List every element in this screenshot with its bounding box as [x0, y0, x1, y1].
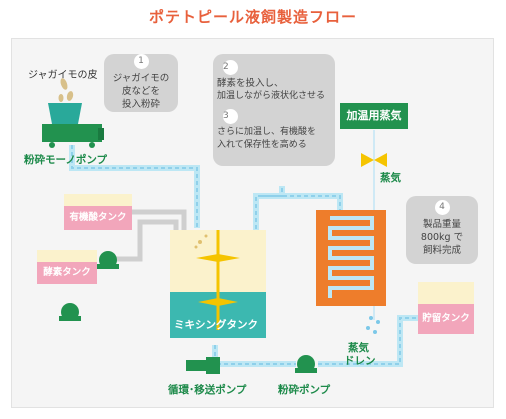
pump-icon-enzyme [59, 303, 81, 321]
step-1-bubble: 1 ジャガイモの 皮などを 投入粉砕 [104, 54, 178, 112]
step-2-line-1: 酵素を投入し、 [217, 78, 284, 89]
crusher-pump-icon [295, 355, 317, 373]
circulation-pump-label: 循環･移送ポンプ [168, 384, 247, 396]
organic-acid-tank-top [64, 194, 132, 206]
steam-label: 蒸気 [380, 172, 401, 184]
potato-peel-pieces [58, 78, 74, 102]
circulation-pump-icon [186, 357, 220, 374]
steam-valve-icon [361, 153, 387, 167]
steam-drain-drops [366, 316, 380, 334]
organic-acid-tank: 有機酸タンク [64, 206, 132, 230]
step-2-number: 2 [223, 60, 238, 75]
potato-peel-label: ジャガイモの皮 [28, 70, 98, 81]
step-4-line-2: 800kg で [420, 232, 464, 243]
steam-heating-box: 加温用蒸気 [340, 103, 408, 129]
page-title: ポテトピール液飼製造フロー [148, 8, 357, 26]
crusher-mono-pump-label: 粉砕モーノポンプ [24, 154, 108, 166]
step-4-bubble: 4 製品重量 800kg で 飼料完成 [406, 196, 478, 264]
steam-drain-label-2: ドレン [344, 355, 376, 367]
enzyme-tank-top [37, 250, 97, 262]
storage-tank-top [418, 282, 474, 304]
steam-drain-label-1: 蒸気 [348, 342, 369, 354]
step-1-line-3: 投入粉砕 [121, 99, 160, 110]
step-1-line-1: ジャガイモの [112, 73, 170, 84]
step-2-3-bubble: 2 酵素を投入し、 加温しながら液状化させる 3 さらに加温し、有機酸を 入れて… [213, 54, 335, 166]
pipe-enzyme [110, 219, 179, 262]
crusher-pump-label: 粉砕ポンプ [278, 384, 331, 396]
step-3-number: 3 [223, 109, 238, 124]
heat-exchanger [316, 210, 386, 306]
pump-icon-organic [97, 251, 119, 269]
step-4-line-3: 飼料完成 [422, 245, 461, 256]
step-1-line-2: 皮などを [121, 86, 160, 97]
enzyme-tank: 酵素タンク [37, 262, 97, 284]
step-3-line-1: さらに加温し、有機酸を [217, 127, 317, 137]
mixing-tank [170, 230, 266, 338]
step-4-line-1: 製品重量 [422, 219, 461, 230]
step-3-line-2: 入れて保存性を高める [217, 140, 307, 150]
pipe-circulation [212, 345, 296, 367]
step-2-line-2: 加温しながら液状化させる [217, 91, 326, 101]
step-4-number: 4 [434, 200, 450, 215]
crusher-mono-pump-machine [42, 103, 104, 148]
mixing-tank-label: ミキシングタンク [174, 319, 258, 331]
step-1-number: 1 [133, 54, 149, 69]
storage-tank: 貯留タンク [418, 304, 474, 334]
